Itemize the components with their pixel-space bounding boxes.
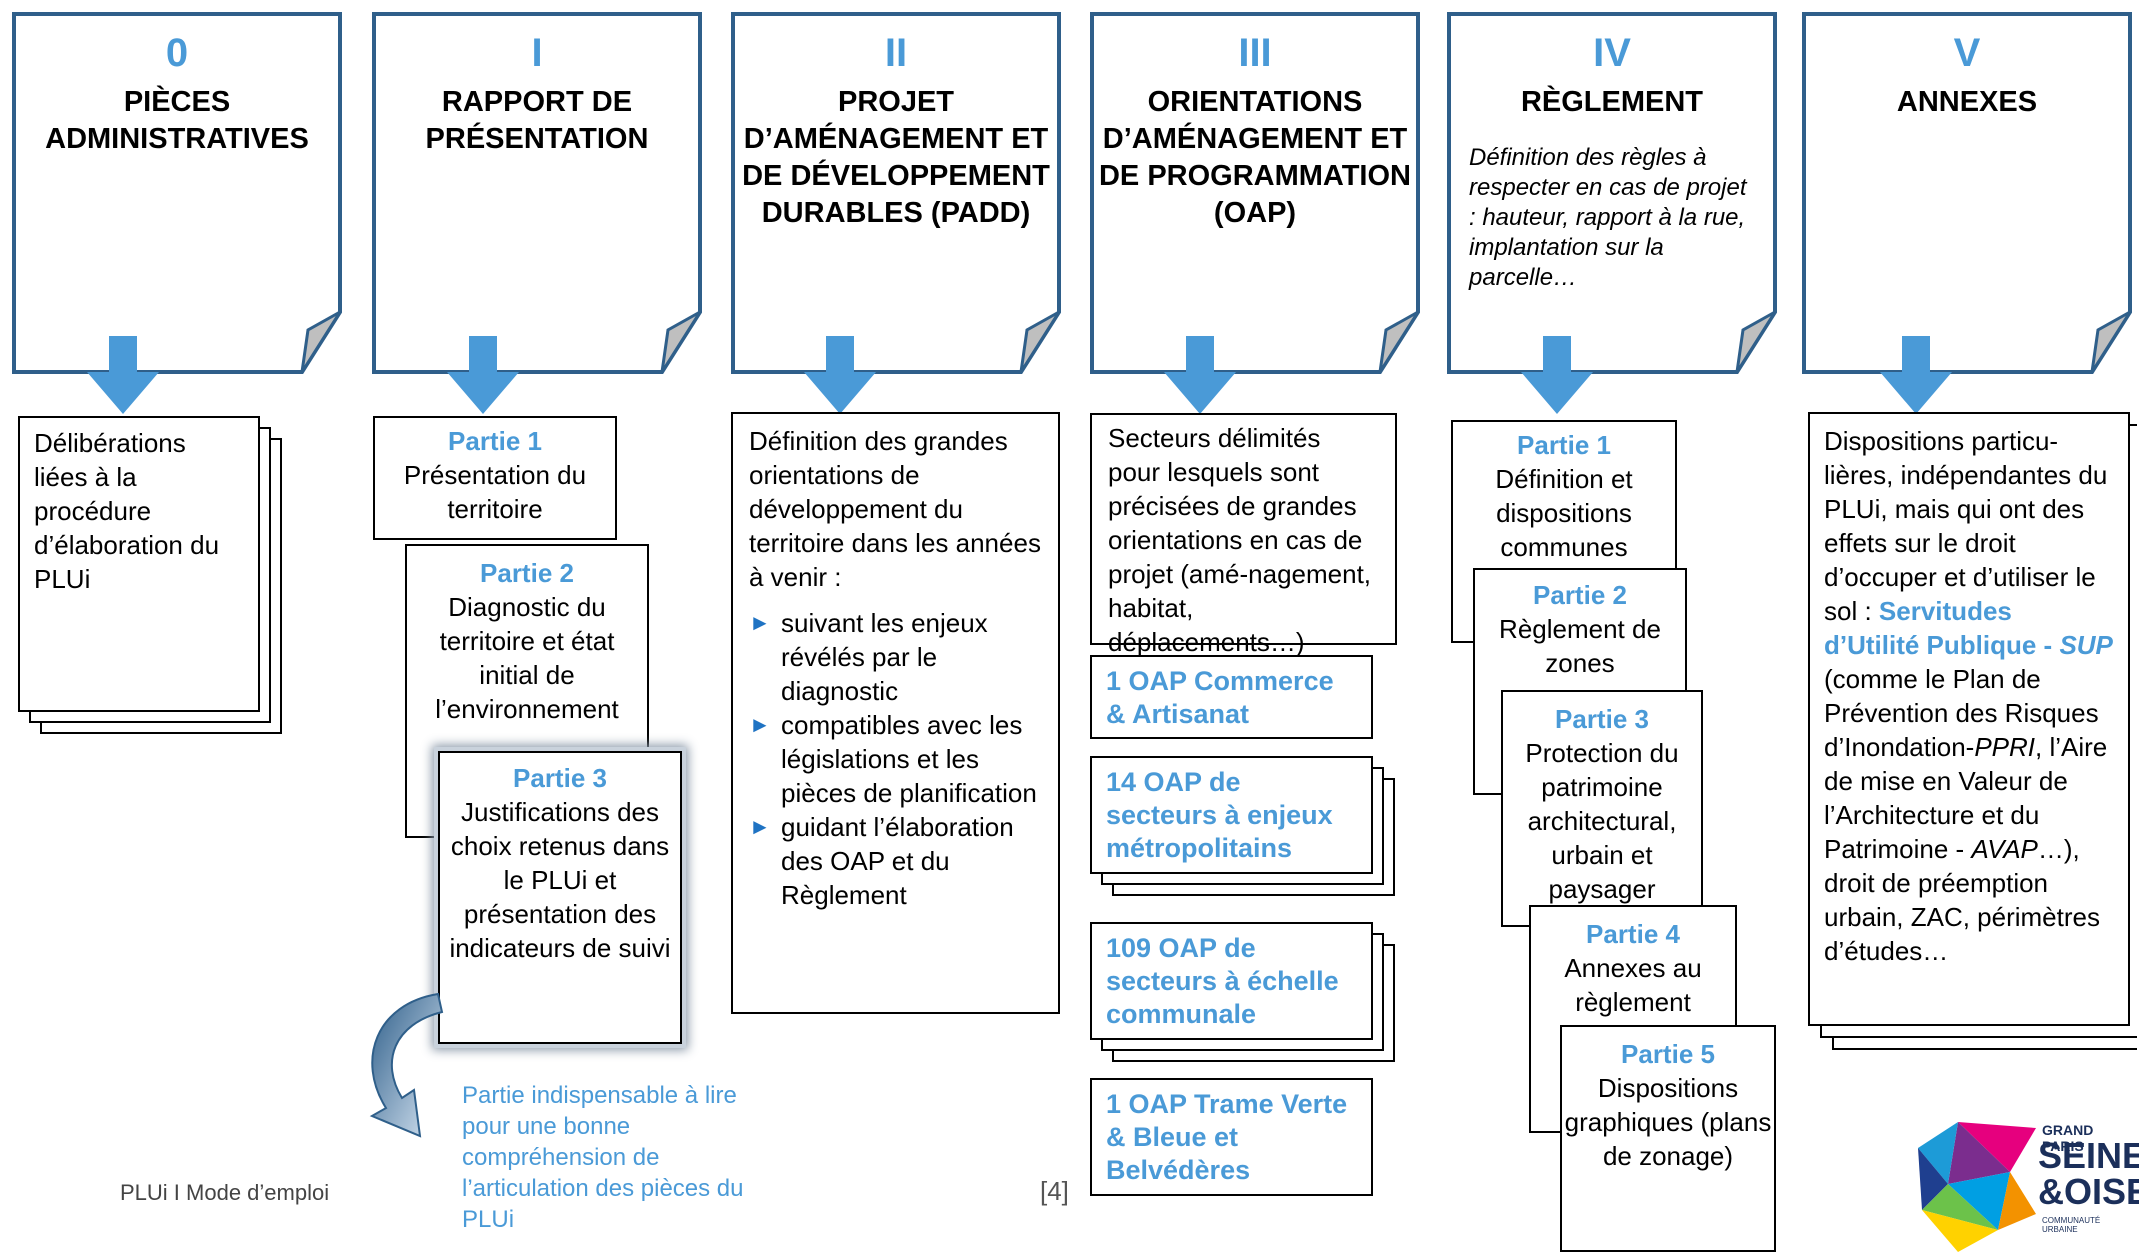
column-numeral: V [1953,31,1981,75]
part-title: Partie 1 [448,426,542,456]
column-title: PROJET D’AMÉNAGEMENT ET DE DÉVELOPPEMENT… [742,86,1050,229]
logo-text-line4: COMMUNAUTÉ URBAINE [2042,1216,2101,1234]
ppri-acronym: PPRI [1974,732,2036,762]
logo-mark-icon [1918,1122,2036,1252]
oap-label: 1 OAP Trame Verte & Bleue et Belvédères [1106,1089,1348,1185]
oap-commerce-box: 1 OAP Commerce & Artisanat [1090,655,1373,739]
oap-communale-box: 109 OAP de secteurs à échelle communale [1090,922,1373,1040]
oap-label: 1 OAP Commerce & Artisanat [1106,666,1334,729]
padd-bullet: ►compatibles avec les législations et le… [749,710,1037,808]
part-title: Partie 5 [1621,1039,1715,1069]
part-text: Définition et dispositions communes [1495,464,1633,562]
column-numeral: I [531,31,543,75]
header-card-oap: III ORIENTATIONS D’AMÉNAGEMENT ET DE PRO… [1090,12,1420,374]
part-text: Diagnostic du territoire et état initial… [435,592,619,724]
part-title: Partie 3 [513,763,607,793]
logo-text-line3: &OISE [2038,1171,2139,1212]
part-text: Présentation du territoire [403,460,587,524]
column-title: RÈGLEMENT [1520,86,1704,118]
oap-label: 14 OAP de secteurs à enjeux métropolitai… [1106,767,1333,863]
padd-bullet: ►suivant les enjeux révélés par le diagn… [749,608,988,706]
curved-arrow-icon [369,992,444,1138]
down-arrow-icon [1521,336,1593,414]
padd-bullet: ►guidant l’élaboration des OAP et du Règ… [749,812,1014,910]
part-text: Protection du patrimoine architectural, … [1525,738,1679,904]
padd-box: Définition des grandes orientations de d… [731,412,1060,1014]
reading-note: Partie indispensable à lire pour une bon… [462,1082,744,1233]
annexes-text: Dispositions particu-lières, indépendant… [1824,426,2108,626]
bullet-triangle-icon: ► [749,610,771,635]
down-arrow-icon [87,336,159,414]
document-frame-icon [372,12,702,374]
part-title: Partie 2 [480,558,574,588]
document-frame-icon [731,12,1061,374]
padd-bullet-list: ►suivant les enjeux révélés par le diagn… [749,606,1042,912]
part-title: Partie 3 [1555,704,1649,734]
header-card-reglement: IV RÈGLEMENT Définition des règles à res… [1447,12,1777,374]
logo-text-line1: GRAND PARIS [2042,1122,2094,1154]
annexes-text: (comme le Plan de Prévention des Risques… [1824,664,2099,762]
reglement-partie-3: Partie 3 Protection du patrimoine archit… [1501,690,1703,927]
deliberations-box: Délibérations liées à la procédure d’éla… [18,416,260,712]
column-numeral: II [884,31,908,75]
column-numeral: III [1238,31,1272,75]
part-title: Partie 2 [1533,580,1627,610]
padd-intro: Définition des grandes orientations de d… [749,426,1041,592]
document-frame-icon [1802,12,2132,374]
column-numeral: 0 [165,31,189,75]
bullet-triangle-icon: ► [749,814,771,839]
down-arrow-icon [1880,336,1952,414]
part-text: Règlement de zones [1499,614,1661,678]
avap-acronym: AVAP [1971,834,2038,864]
annexes-box: Dispositions particu-lières, indépendant… [1808,412,2130,1026]
column-title: ORIENTATIONS D’AMÉNAGEMENT ET DE PROGRAM… [1098,86,1411,229]
down-arrow-icon [447,336,519,414]
column-title: RAPPORT DE PRÉSENTATION [425,86,649,155]
bullet-triangle-icon: ► [749,712,771,737]
sup-label: Servitudes d’Utilité Publique - [1824,596,2060,660]
column-title: ANNEXES [1896,86,2038,118]
document-frame-icon [1447,12,1777,374]
part-text: Dispositions graphiques (plans de zonage… [1564,1073,1772,1171]
document-frame-icon [1090,12,1420,374]
header-card-rapport-presentation: I RAPPORT DE PRÉSENTATION [372,12,702,374]
document-frame-icon [12,12,342,374]
column-description: Définition des règles à respecter en cas… [1469,144,1747,291]
header-card-pieces-administratives: 0 PIÈCES ADMINISTRATIVES [12,12,342,374]
oap-intro: Secteurs délimités pour lesquels sont pr… [1108,423,1372,657]
column-numeral: IV [1593,31,1631,75]
part-title: Partie 1 [1517,430,1611,460]
gpso-logo: GRAND PARIS SEINE &OISE COMMUNAUTÉ URBAI… [1918,1118,2139,1252]
header-card-padd: II PROJET D’AMÉNAGEMENT ET DE DÉVELOPPEM… [731,12,1061,374]
column-title: PIÈCES ADMINISTRATIVES [45,86,309,155]
rapport-partie-1: Partie 1 Présentation du territoire [373,416,617,540]
footer-label: PLUi I Mode d’emploi [120,1180,330,1205]
header-card-annexes: V ANNEXES [1802,12,2132,374]
reglement-partie-5: Partie 5 Dispositions graphiques (plans … [1560,1025,1776,1252]
part-text: Justifications des choix retenus dans le… [449,797,671,963]
rapport-partie-3: Partie 3 Justifications des choix retenu… [438,751,682,1044]
oap-label: 109 OAP de secteurs à échelle communale [1106,933,1339,1029]
sup-acronym: SUP [2059,630,2113,660]
page-number: [4] [1040,1176,1069,1206]
annexes-text: …), droit de préemption urbain, ZAC, pér… [1824,834,2100,966]
down-arrow-icon [804,336,876,414]
oap-intro-box: Secteurs délimités pour lesquels sont pr… [1090,413,1397,657]
oap-trame-verte-box: 1 OAP Trame Verte & Bleue et Belvédères [1090,1078,1373,1196]
annexes-text: , l’Aire de mise en Valeur de l’Architec… [1824,732,2108,864]
part-text: Annexes au règlement [1564,953,1702,1017]
logo-text-line2: SEINE [2038,1135,2139,1176]
deliberations-text: Délibérations liées à la procédure d’éla… [34,428,220,594]
down-arrow-icon [1164,336,1236,414]
oap-metropolitains-box: 14 OAP de secteurs à enjeux métropolitai… [1090,756,1373,874]
part-title: Partie 4 [1586,919,1680,949]
